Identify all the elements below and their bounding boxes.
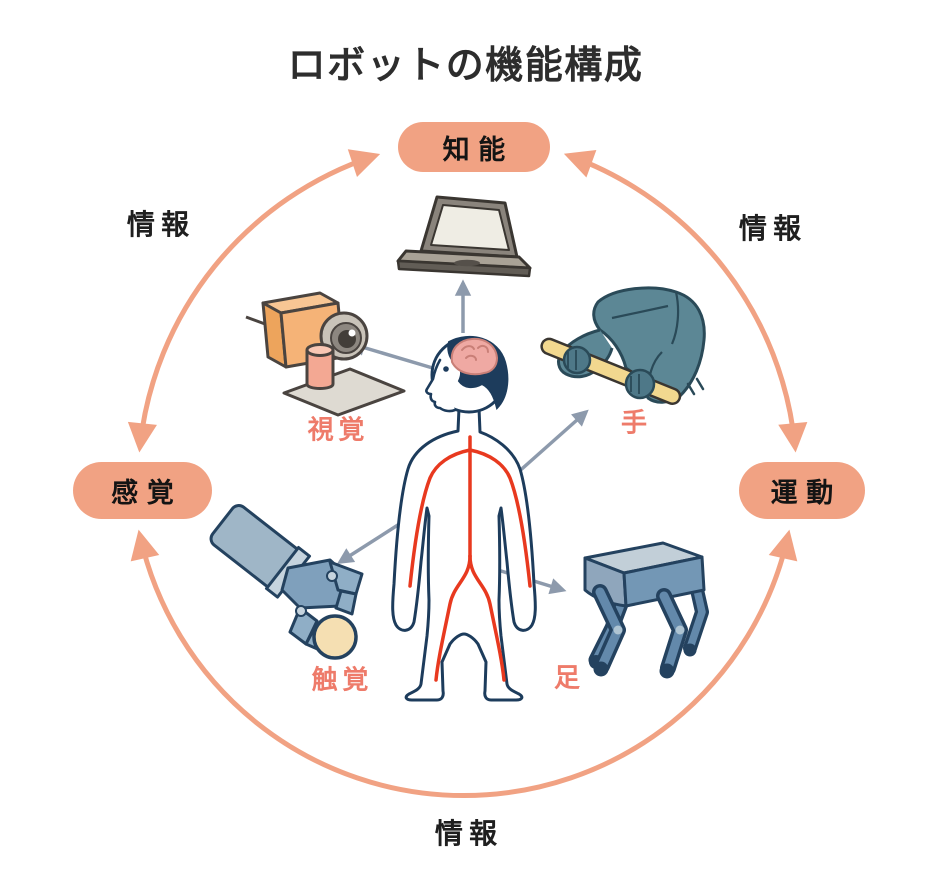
node-intelligence-label: 知能	[442, 134, 514, 166]
flow-label-top-right: 情報	[738, 212, 808, 245]
human-nerves	[408, 435, 532, 682]
arrow-to-camera	[348, 339, 437, 371]
item-label-hand: 手	[620, 408, 652, 439]
item-label-foot: 足	[553, 663, 585, 694]
camera-icon	[245, 291, 406, 417]
node-motion-label: 運動	[770, 478, 842, 509]
flow-label-top-left: 情報	[126, 208, 196, 241]
flow-label-bottom: 情報	[434, 817, 504, 850]
human-head	[425, 335, 509, 414]
laptop-icon	[396, 195, 532, 278]
node-sensation-label: 感覚	[111, 478, 183, 509]
arrow-to-robot-arm	[513, 409, 589, 477]
robot-arm-icon	[540, 286, 706, 405]
item-label-touch: 触覚	[311, 665, 374, 696]
cycle-arcs	[127, 149, 808, 799]
robot-dog-icon	[583, 541, 709, 679]
robot-gripper-icon	[209, 504, 364, 660]
item-label-vision: 視覚	[307, 415, 370, 446]
node-sensation: 感覚	[73, 462, 212, 519]
arc-sensation-intelligence	[127, 149, 381, 453]
node-motion: 運動	[739, 462, 865, 519]
page-title: ロボットの機能構成	[287, 43, 644, 87]
node-intelligence: 知能	[398, 122, 550, 172]
arrow-to-gripper	[336, 521, 402, 564]
human-figure	[391, 335, 537, 702]
arc-intelligence-motion	[563, 150, 808, 453]
arc-motion-sensation	[130, 529, 798, 799]
